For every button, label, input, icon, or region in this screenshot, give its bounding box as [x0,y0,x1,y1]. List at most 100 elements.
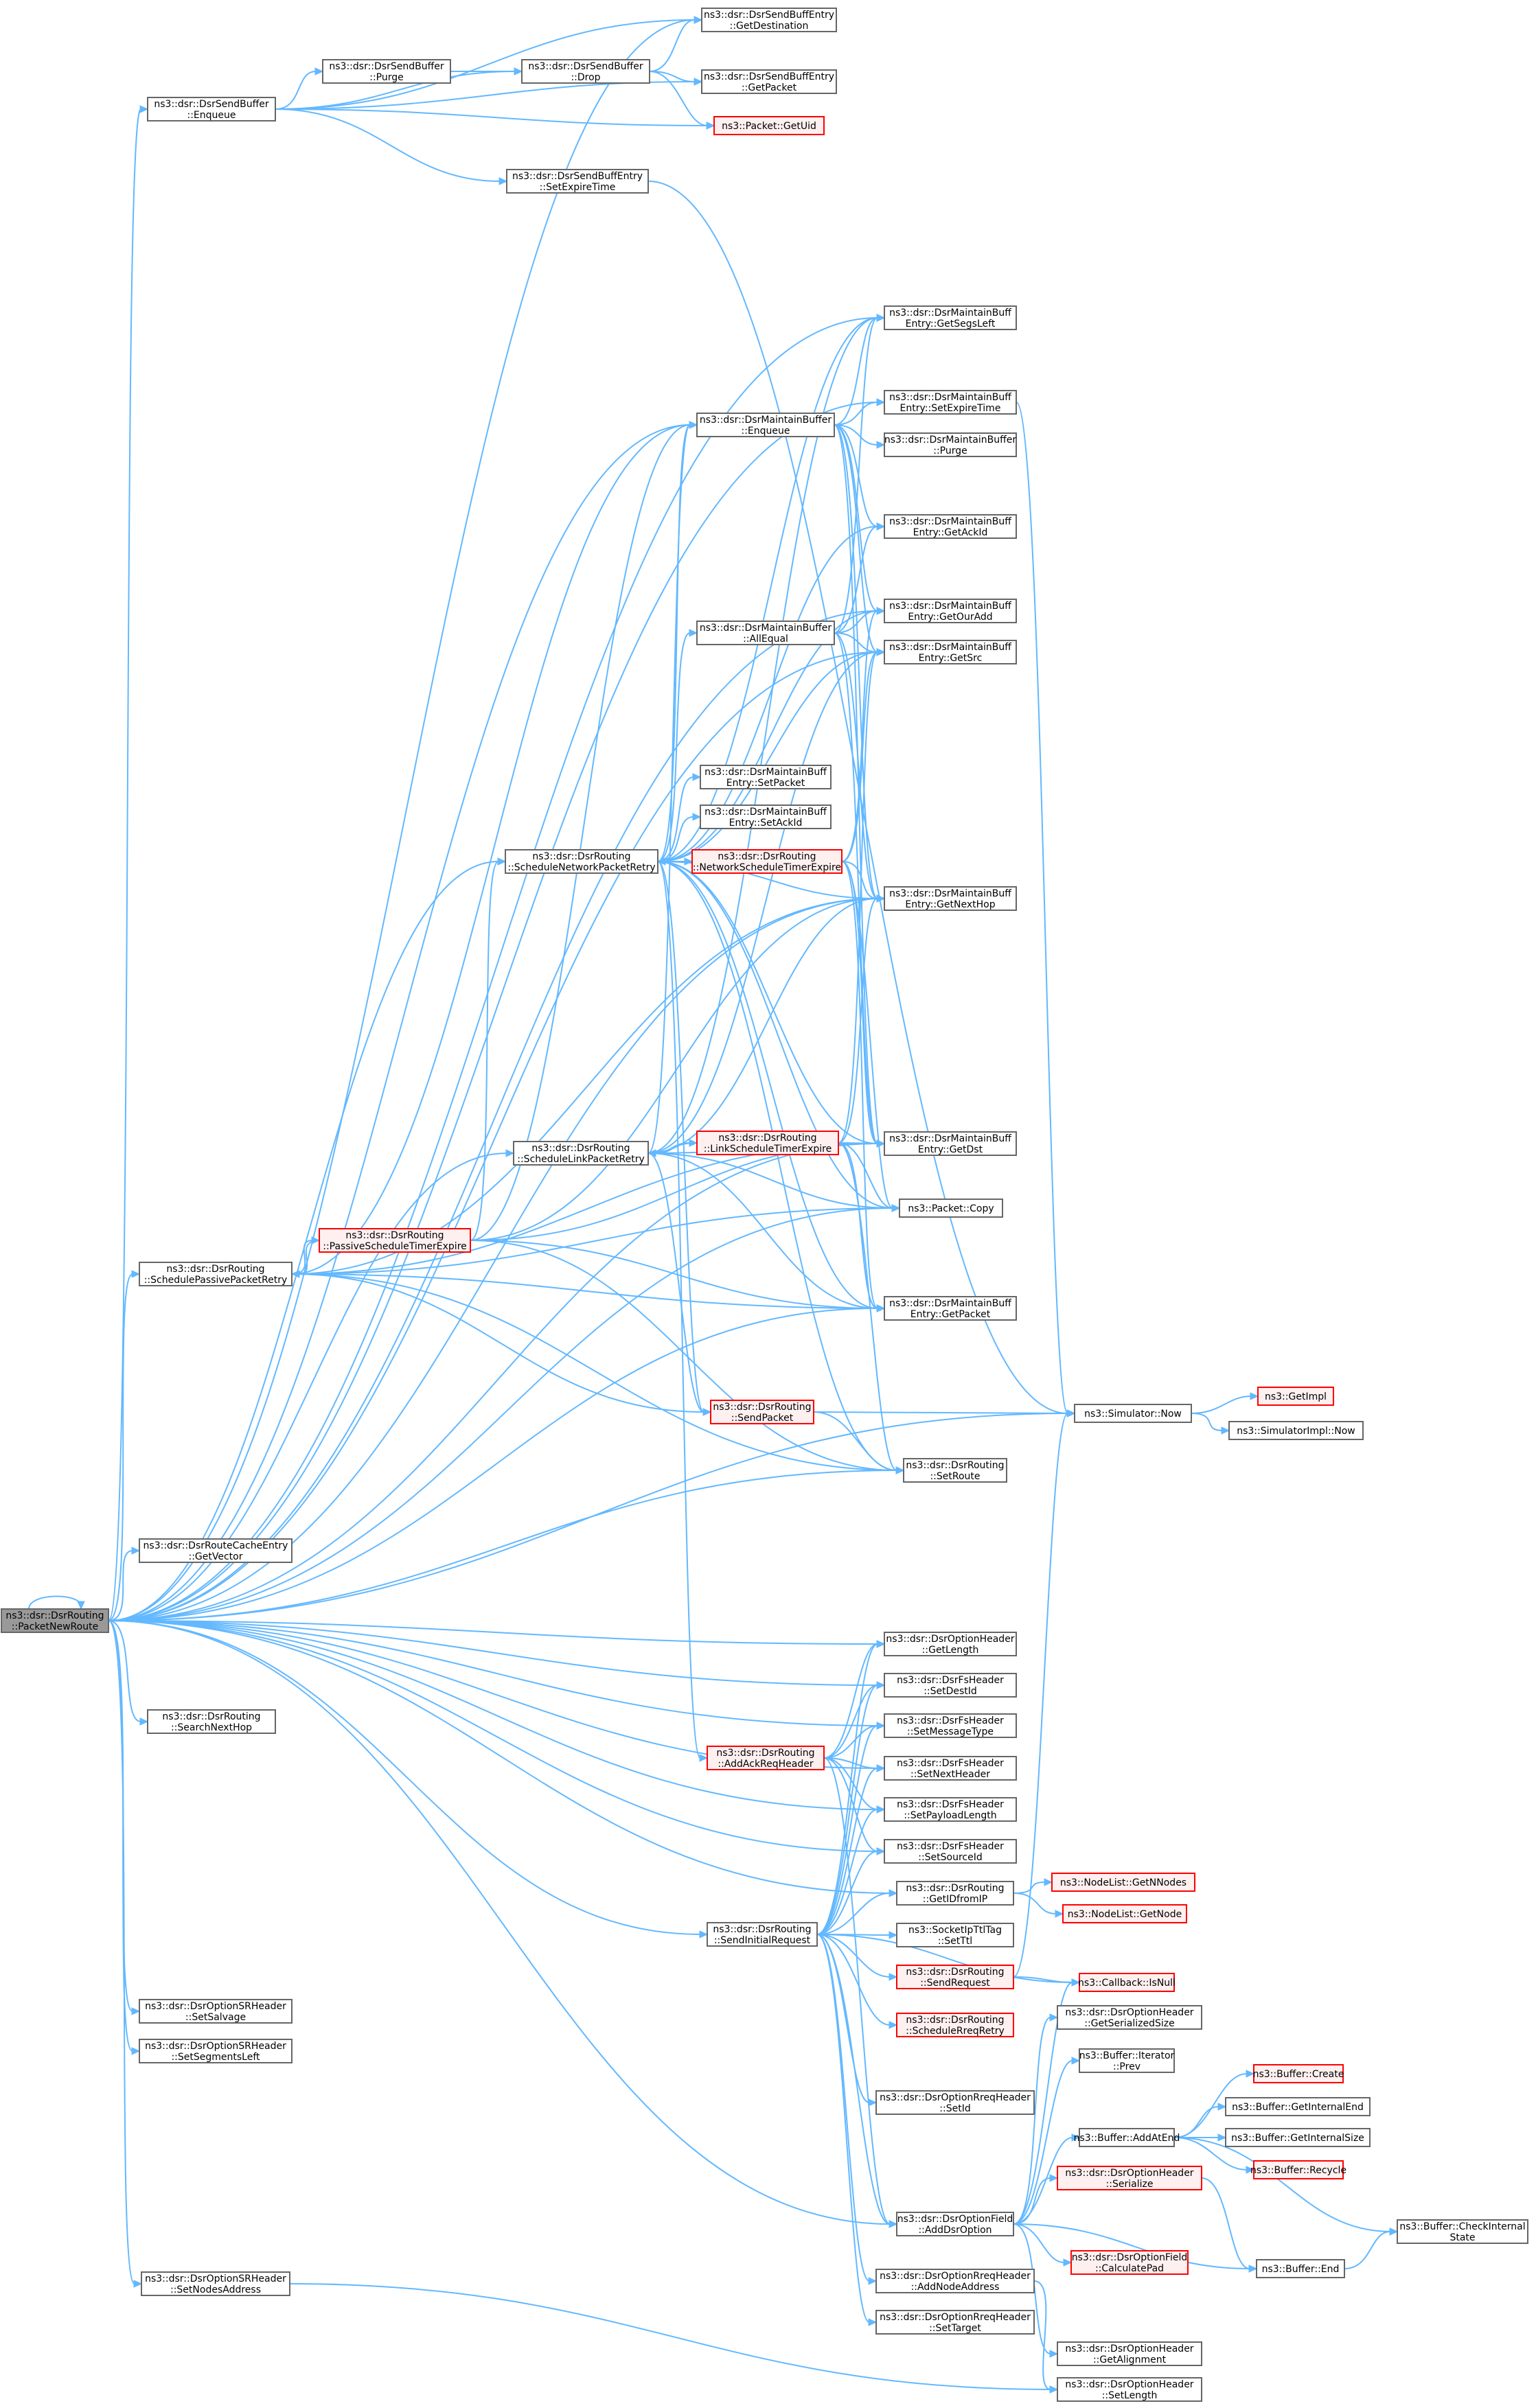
node-label: ns3::dsr::DsrOptionHeader [1065,2007,1193,2018]
node-label: ns3::dsr::DsrSendBuffEntry [704,10,834,21]
node-label: ns3::NodeList::GetNode [1068,1909,1182,1920]
node-label: ::GetIDfromIP [923,1894,987,1905]
node-bcreate[interactable]: ns3::Buffer::Create [1253,2064,1344,2083]
call-edge-root-slpr [108,1149,515,1621]
node-sir[interactable]: ns3::dsr::DsrRouting::SendInitialRequest [707,1922,818,1947]
node-fsssi[interactable]: ns3::dsr::DsrFsHeader::SetSourceId [884,1839,1017,1864]
call-edge-mbae-mbgai [834,522,886,634]
node-snh[interactable]: ns3::dsr::DsrRouting::SearchNextHop [147,1709,276,1734]
node-sbgd[interactable]: ns3::dsr::DsrSendBuffEntry::GetDestinati… [701,8,837,32]
call-edge-root-rcgv [108,1547,141,1621]
node-snpr[interactable]: ns3::dsr::DsrRouting::ScheduleNetworkPac… [505,849,658,874]
node-mbae[interactable]: ns3::dsr::DsrMaintainBuffer::AllEqual [696,621,835,645]
node-label: ns3::dsr::DsrRouting [166,1264,264,1275]
node-sbe[interactable]: ns3::dsr::DsrSendBuffer::Enqueue [147,97,276,121]
node-label: ns3::dsr::DsrMaintainBuff [889,308,1011,319]
node-pgu[interactable]: ns3::Packet::GetUid [713,116,825,135]
call-edge-sp-sr [813,1411,905,1474]
node-label: ns3::dsr::DsrMaintainBuff [889,1133,1011,1144]
call-edge-ofado-cbin [1013,1978,1081,2225]
node-label: ns3::dsr::DsrRouting [906,1967,1004,1978]
node-baae[interactable]: ns3::Buffer::AddAtEnd [1074,2128,1180,2147]
node-sppr[interactable]: ns3::dsr::DsrRouting::SchedulePassivePac… [139,1262,293,1286]
node-bend[interactable]: ns3::Buffer::End [1256,2259,1345,2278]
node-label: ns3::Buffer::Recycle [1250,2165,1346,2176]
node-sbd[interactable]: ns3::dsr::DsrSendBuffer::Drop [521,59,650,84]
node-label: ::Purge [933,445,967,456]
call-edge-snpr-mbsp [657,773,702,862]
node-mbgnh[interactable]: ns3::dsr::DsrMaintainBuffEntry::GetNextH… [884,886,1017,911]
node-ssalv[interactable]: ns3::dsr::DsrOptionSRHeader::SetSalvage [139,1999,293,2024]
node-rqst[interactable]: ns3::dsr::DsrOptionRreqHeader::SetTarget [875,2310,1035,2335]
node-cbin[interactable]: ns3::Callback::IsNull [1078,1973,1176,1992]
node-sp[interactable]: ns3::dsr::DsrRouting::SendPacket [710,1400,814,1424]
node-gimpl[interactable]: ns3::GetImpl [1257,1387,1334,1406]
node-rqana[interactable]: ns3::dsr::DsrOptionRreqHeader::AddNodeAd… [875,2269,1035,2293]
node-mbe[interactable]: ns3::dsr::DsrMaintainBuffer::Enqueue [696,413,835,437]
node-rqsid[interactable]: ns3::dsr::DsrOptionRreqHeader::SetId [875,2090,1035,2115]
node-nste[interactable]: ns3::dsr::DsrRouting::NetworkScheduleTim… [691,849,842,874]
node-pc[interactable]: ns3::Packet::Copy [899,1199,1003,1218]
node-ohgss[interactable]: ns3::dsr::DsrOptionHeader::GetSerialized… [1057,2005,1202,2030]
node-label: ns3::dsr::DsrRouting [906,2015,1004,2026]
node-fssdi[interactable]: ns3::dsr::DsrFsHeader::SetDestId [884,1673,1017,1698]
node-snow[interactable]: ns3::Simulator::Now [1074,1404,1192,1423]
node-sitt[interactable]: ns3::SocketIpTtlTag::SetTtl [896,1923,1014,1947]
node-ohga[interactable]: ns3::dsr::DsrOptionHeader::GetAlignment [1057,2341,1202,2366]
node-fsspl[interactable]: ns3::dsr::DsrFsHeader::SetPayloadLength [884,1797,1017,1822]
node-mbgoa[interactable]: ns3::dsr::DsrMaintainBuffEntry::GetOurAd… [884,599,1017,623]
node-sinow[interactable]: ns3::SimulatorImpl::Now [1228,1421,1364,1440]
node-ofcp[interactable]: ns3::dsr::DsrOptionField::CalculatePad [1070,2250,1189,2275]
node-srr[interactable]: ns3::dsr::DsrRouting::ScheduleRreqRetry [896,2013,1014,2037]
node-gifip[interactable]: ns3::dsr::DsrRouting::GetIDfromIP [896,1881,1014,1906]
node-label: ns3::dsr::DsrSendBuffEntry [512,171,643,182]
node-bip[interactable]: ns3::Buffer::Iterator::Prev [1079,2048,1175,2073]
node-sreq[interactable]: ns3::dsr::DsrRouting::SendRequest [896,1965,1014,1989]
node-label: ns3::dsr::DsrFsHeader [897,1715,1004,1726]
node-bgis[interactable]: ns3::Buffer::GetInternalSize [1225,2128,1371,2147]
call-edge-ssna-ohsl [289,2283,1059,2394]
node-lste[interactable]: ns3::dsr::DsrRouting::LinkScheduleTimerE… [696,1131,839,1155]
node-ofado[interactable]: ns3::dsr::DsrOptionField::AddDsrOption [896,2212,1014,2236]
node-ohgl[interactable]: ns3::dsr::DsrOptionHeader::GetLength [884,1632,1017,1656]
node-label: ns3::dsr::DsrOptionRreqHeader [880,2271,1031,2282]
node-fssnh[interactable]: ns3::dsr::DsrFsHeader::SetNextHeader [884,1756,1017,1781]
node-mbp[interactable]: ns3::dsr::DsrMaintainBuffer::Purge [884,432,1017,457]
node-sbset[interactable]: ns3::dsr::DsrSendBuffEntry::SetExpireTim… [506,169,649,194]
node-fssmt[interactable]: ns3::dsr::DsrFsHeader::SetMessageType [884,1713,1017,1738]
node-label: ns3::dsr::DsrMaintainBuffer [700,415,832,426]
node-sssl[interactable]: ns3::dsr::DsrOptionSRHeader::SetSegments… [139,2039,293,2063]
node-label: ns3::dsr::DsrSendBuffer [528,61,643,72]
node-sr[interactable]: ns3::dsr::DsrRouting::SetRoute [903,1458,1007,1483]
node-nlgn[interactable]: ns3::NodeList::GetNode [1062,1904,1187,1923]
node-nlgnn[interactable]: ns3::NodeList::GetNNodes [1051,1873,1195,1892]
node-ohs[interactable]: ns3::dsr::DsrOptionHeader::Serialize [1057,2166,1202,2190]
node-bgie[interactable]: ns3::Buffer::GetInternalEnd [1225,2097,1371,2116]
node-mbset[interactable]: ns3::dsr::DsrMaintainBuffEntry::SetExpir… [884,390,1017,415]
node-aarh[interactable]: ns3::dsr::DsrRouting::AddAckReqHeader [707,1746,825,1770]
node-slpr[interactable]: ns3::dsr::DsrRouting::ScheduleLinkPacket… [513,1141,649,1166]
node-rcgv[interactable]: ns3::dsr::DsrRouteCacheEntry::GetVector [139,1538,293,1563]
call-edge-mbae-mbgd [834,632,886,1148]
node-label: ns3::dsr::DsrMaintainBuffer [700,623,832,634]
node-sbp[interactable]: ns3::dsr::DsrSendBuffer::Purge [322,59,451,84]
node-sbgp[interactable]: ns3::dsr::DsrSendBuffEntry::GetPacket [701,69,837,94]
node-root[interactable]: ns3::dsr::DsrRouting::PacketNewRoute [1,1608,109,1633]
node-mbsp[interactable]: ns3::dsr::DsrMaintainBuffEntry::SetPacke… [700,765,832,789]
node-label: ::ScheduleLinkPacketRetry [517,1154,644,1165]
node-ohsl[interactable]: ns3::dsr::DsrOptionHeader::SetLength [1057,2377,1202,2402]
call-edge-sbe-pgu [275,108,715,130]
node-ssna[interactable]: ns3::dsr::DsrOptionSRHeader::SetNodesAdd… [141,2271,290,2296]
node-label: Entry::GetDst [918,1144,983,1155]
node-brec[interactable]: ns3::Buffer::Recycle [1250,2160,1346,2179]
node-mbgp[interactable]: ns3::dsr::DsrMaintainBuffEntry::GetPacke… [884,1296,1017,1321]
node-mbgsl[interactable]: ns3::dsr::DsrMaintainBuffEntry::GetSegsL… [884,305,1017,330]
call-edge-root-root [28,1595,85,1610]
call-edge-sir-fssmt [816,1722,886,1935]
node-pste[interactable]: ns3::dsr::DsrRouting::PassiveScheduleTim… [319,1228,471,1253]
